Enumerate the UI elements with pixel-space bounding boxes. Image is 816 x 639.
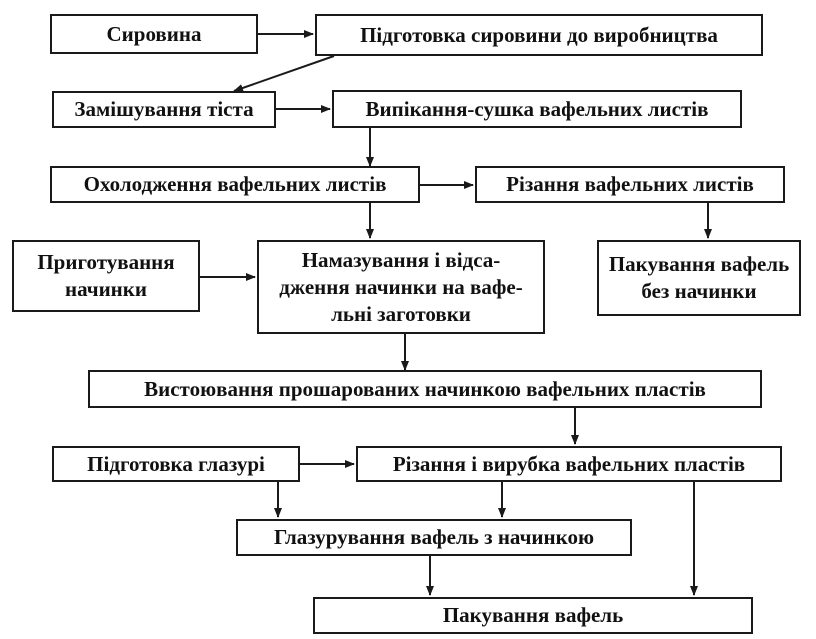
node-cutting-sheets: Різання вафельних листів — [475, 166, 785, 203]
node-dough-mixing: Замішування тіста — [52, 91, 276, 128]
node-glaze-preparation: Підготовка глазурі — [52, 446, 300, 482]
node-baking-drying: Випікання-сушка вафельних листів — [332, 90, 742, 128]
arrow-prep-to-dough — [233, 55, 335, 92]
node-spreading-filling: Намазування і відса- дження начинки на в… — [257, 240, 545, 334]
node-prepare-raw-material: Підготовка сировини до виробництва — [315, 14, 763, 56]
node-settling-layers: Вистоювання прошарованих начинкою вафель… — [88, 370, 762, 408]
node-glazing-wafers: Глазурування вафель з начинкою — [236, 519, 632, 556]
node-packing-wafers: Пакування вафель — [313, 597, 753, 634]
node-raw-material: Сировина — [50, 14, 258, 54]
node-packing-plain-wafers: Пакування вафель без начинки — [597, 240, 801, 316]
node-filling-preparation: Приготування начинки — [12, 240, 200, 312]
node-cooling-sheets: Охолодження вафельних листів — [50, 166, 420, 203]
node-cutting-layers: Різання і вирубка вафельних пластів — [356, 446, 782, 482]
